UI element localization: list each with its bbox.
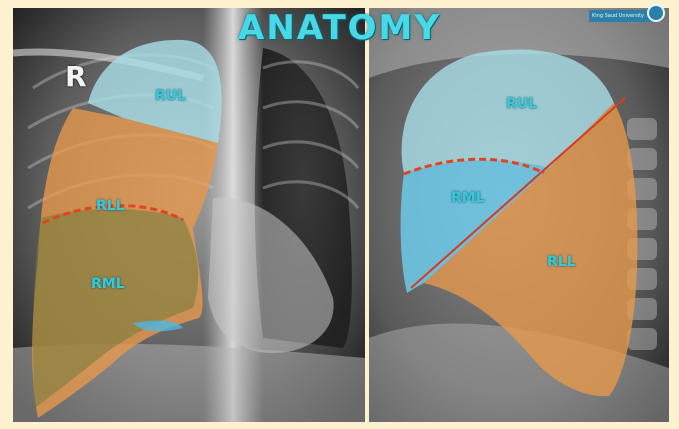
frontal-xray-panel: R RUL RLL RML xyxy=(13,8,365,422)
frontal-rml-label: RML xyxy=(91,276,125,292)
lateral-xray-image xyxy=(369,8,669,422)
lateral-rll-label: RLL xyxy=(547,254,576,270)
logo-emblem-icon xyxy=(647,4,665,22)
lateral-xray-panel: RUL RML RLL xyxy=(369,8,669,422)
lateral-rml-label: RML xyxy=(451,190,485,206)
frontal-rul-label: RUL xyxy=(155,88,186,104)
right-side-marker: R xyxy=(65,60,87,93)
lateral-rul-label: RUL xyxy=(506,96,537,112)
frontal-rll-label: RLL xyxy=(96,198,125,214)
